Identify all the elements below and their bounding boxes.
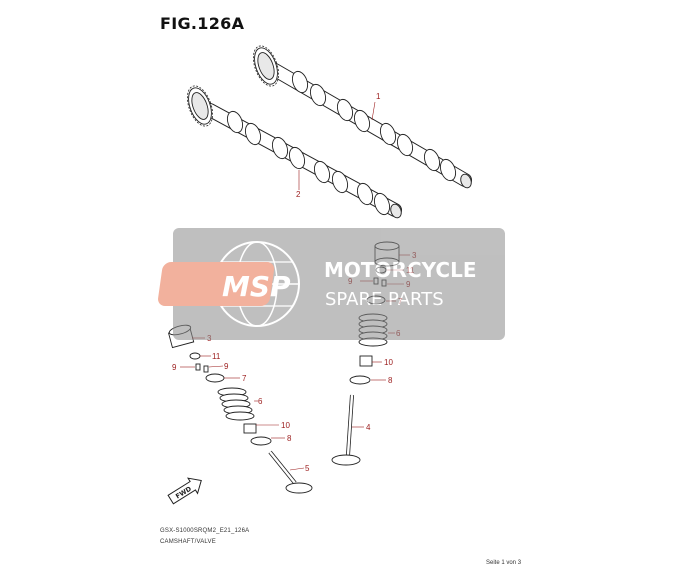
drawing-code: GSX-S1000SRQM2_E21_126A	[160, 528, 250, 534]
watermark-line-2: SPARE PARTS	[325, 289, 444, 310]
msp-logo	[158, 262, 275, 306]
callout-11-lower: 11	[212, 352, 221, 361]
watermark-line-1: MOTORCYCLE	[324, 258, 476, 282]
page-indicator: Seite 1 von 3	[486, 560, 522, 566]
intake-valve[interactable]	[331, 394, 361, 466]
retainer-lower[interactable]	[205, 373, 225, 383]
callout-8-upper: 8	[388, 376, 393, 385]
camshaft-1[interactable]	[248, 43, 473, 190]
cotter-lower-left[interactable]	[195, 363, 201, 371]
cotter-lower-right[interactable]	[203, 365, 209, 373]
callout-6-lower: 6	[258, 397, 263, 406]
stem-seal-upper[interactable]	[359, 355, 373, 367]
callout-10-lower: 10	[281, 421, 290, 430]
spring-seat-upper[interactable]	[349, 375, 371, 385]
valve-assembly-exhaust	[168, 324, 313, 494]
callout-8-lower: 8	[287, 434, 292, 443]
callout-9-lower-right: 9	[224, 362, 229, 371]
callout-5: 5	[305, 464, 310, 473]
watermark-logo-text: MSP	[222, 270, 291, 303]
callout-9-lower-left: 9	[172, 363, 177, 372]
watermark: MSP MOTORCYCLE SPARE PARTS	[158, 228, 505, 340]
callout-7-lower: 7	[242, 374, 247, 383]
callout-2: 2	[296, 190, 301, 199]
callout-4: 4	[366, 423, 371, 432]
forward-arrow-icon: FWD	[167, 477, 202, 505]
figure-title: FIG.126A	[160, 14, 245, 33]
exhaust-valve[interactable]	[268, 450, 313, 494]
callout-1: 1	[376, 92, 381, 101]
callout-10-upper: 10	[384, 358, 393, 367]
drawing-name: CAMSHAFT/VALVE	[160, 539, 216, 545]
camshaft-2[interactable]	[182, 83, 403, 220]
shim-lower[interactable]	[189, 352, 201, 360]
valve-spring-lower[interactable]	[217, 387, 255, 421]
spring-seat-lower[interactable]	[250, 436, 272, 446]
stem-seal-lower[interactable]	[243, 423, 257, 434]
